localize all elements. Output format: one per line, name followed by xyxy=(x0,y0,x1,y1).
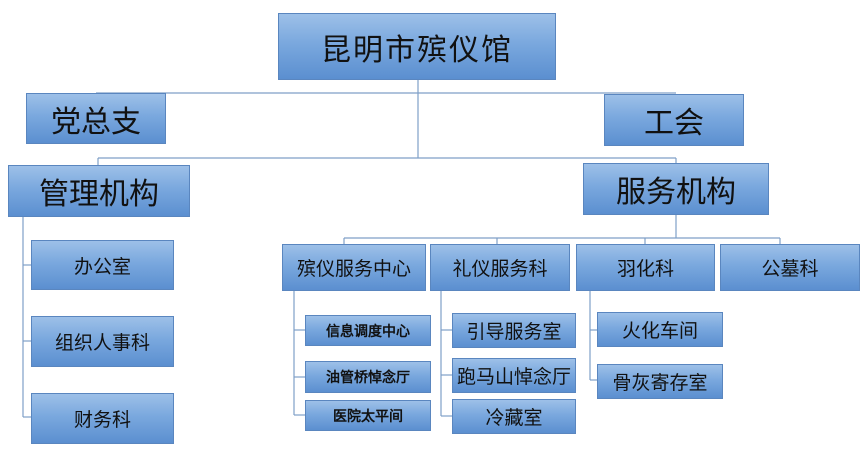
dept-ceremony-service: 礼仪服务科 xyxy=(430,244,570,291)
party-branch-box: 党总支 xyxy=(26,93,166,144)
dept-funeral-service-center: 殡仪服务中心 xyxy=(282,244,426,291)
sub-cremation-workshop: 火化车间 xyxy=(597,312,723,347)
sub-dispatch-center: 信息调度中心 xyxy=(305,315,431,346)
sub-cold-storage: 冷藏室 xyxy=(452,399,576,434)
management-item-office: 办公室 xyxy=(31,240,174,290)
service-box: 服务机构 xyxy=(583,163,769,215)
sub-memorial-hall-1: 油管桥悼念厅 xyxy=(305,361,431,393)
management-box: 管理机构 xyxy=(8,165,190,217)
management-item-hr: 组织人事科 xyxy=(31,316,174,367)
org-root-box: 昆明市殡仪馆 xyxy=(278,13,556,80)
sub-guidance-room: 引导服务室 xyxy=(452,313,576,348)
dept-cremation: 羽化科 xyxy=(576,244,715,291)
sub-ash-storage: 骨灰寄存室 xyxy=(597,364,723,399)
dept-cemetery: 公墓科 xyxy=(720,244,860,291)
union-box: 工会 xyxy=(604,94,744,146)
sub-memorial-hall-2: 跑马山悼念厅 xyxy=(452,358,576,393)
sub-hospital-morgue: 医院太平间 xyxy=(305,400,431,431)
management-item-finance: 财务科 xyxy=(31,393,174,444)
